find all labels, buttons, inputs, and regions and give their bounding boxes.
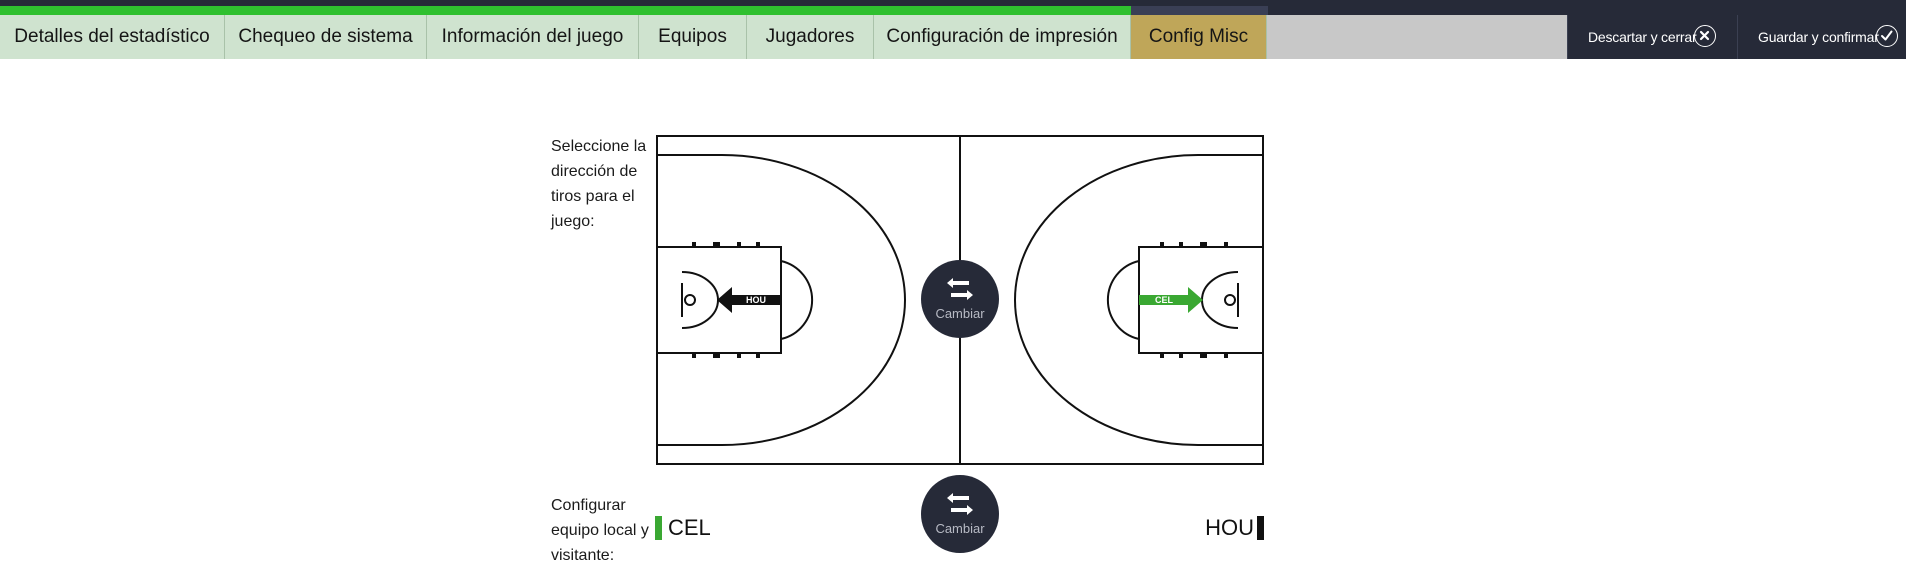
tab-label: Configuración de impresión [886, 26, 1118, 47]
tab-bar: Detalles del estadístico Chequeo de sist… [0, 15, 1906, 59]
home-away-label: Configurar equipo local y visitante: [551, 497, 649, 564]
right-hoop [1224, 294, 1236, 306]
basketball-court: HOU CEL [656, 135, 1264, 465]
check-icon [1876, 25, 1898, 47]
swap-home-away-label: Cambiar [935, 521, 985, 536]
swap-arrows-icon [947, 278, 973, 300]
progress-marker [1131, 6, 1268, 15]
left-arrow-team-abbr: HOU [746, 295, 766, 305]
tab-label: Detalles del estadístico [14, 26, 210, 47]
swap-direction-button[interactable]: Cambiar [921, 260, 999, 338]
right-arrow-team-abbr: CEL [1155, 295, 1174, 305]
tab-label: Equipos [658, 26, 727, 47]
away-team: HOU [1205, 515, 1264, 541]
tab-detalles-estadistico[interactable]: Detalles del estadístico [0, 15, 225, 59]
discard-close-label: Descartar y cerrar [1588, 29, 1697, 45]
tab-config-misc[interactable]: Config Misc [1131, 15, 1267, 59]
right-three-point-line [1014, 154, 1263, 446]
home-team-name: CEL [668, 515, 711, 540]
tab-label: Config Misc [1148, 26, 1249, 47]
left-hoop [684, 294, 696, 306]
tab-equipos[interactable]: Equipos [639, 15, 747, 59]
progress-fill [0, 6, 1133, 15]
right-restricted-arc [1201, 271, 1239, 329]
close-icon [1694, 25, 1716, 47]
save-confirm-label: Guardar y confirmar [1758, 29, 1879, 45]
away-team-color-swatch [1257, 516, 1264, 540]
save-confirm-button[interactable]: Guardar y confirmar [1737, 15, 1906, 59]
left-direction-arrow: HOU [717, 287, 781, 313]
tab-jugadores[interactable]: Jugadores [747, 15, 874, 59]
tab-label: Chequeo de sistema [238, 26, 413, 47]
discard-close-button[interactable]: Descartar y cerrar [1567, 15, 1737, 59]
right-direction-arrow: CEL [1139, 287, 1203, 313]
tab-informacion-juego[interactable]: Información del juego [427, 15, 639, 59]
swap-arrows-icon [947, 493, 973, 515]
tab-chequeo-sistema[interactable]: Chequeo de sistema [225, 15, 427, 59]
tab-configuracion-impresion[interactable]: Configuración de impresión [874, 15, 1131, 59]
swap-home-away-button[interactable]: Cambiar [921, 475, 999, 553]
home-team: CEL [655, 515, 711, 541]
swap-direction-label: Cambiar [935, 306, 985, 321]
left-three-point-line [657, 154, 906, 446]
shot-direction-label: Seleccione la dirección de tiros para el… [551, 138, 647, 230]
tab-label: Información del juego [441, 26, 624, 47]
away-team-name: HOU [1205, 515, 1254, 540]
left-free-throw-arc [780, 260, 814, 340]
left-restricted-arc [681, 271, 719, 329]
home-team-color-swatch [655, 516, 662, 540]
tab-label: Jugadores [765, 26, 855, 47]
right-free-throw-arc [1106, 260, 1140, 340]
progress-track [0, 0, 1906, 15]
